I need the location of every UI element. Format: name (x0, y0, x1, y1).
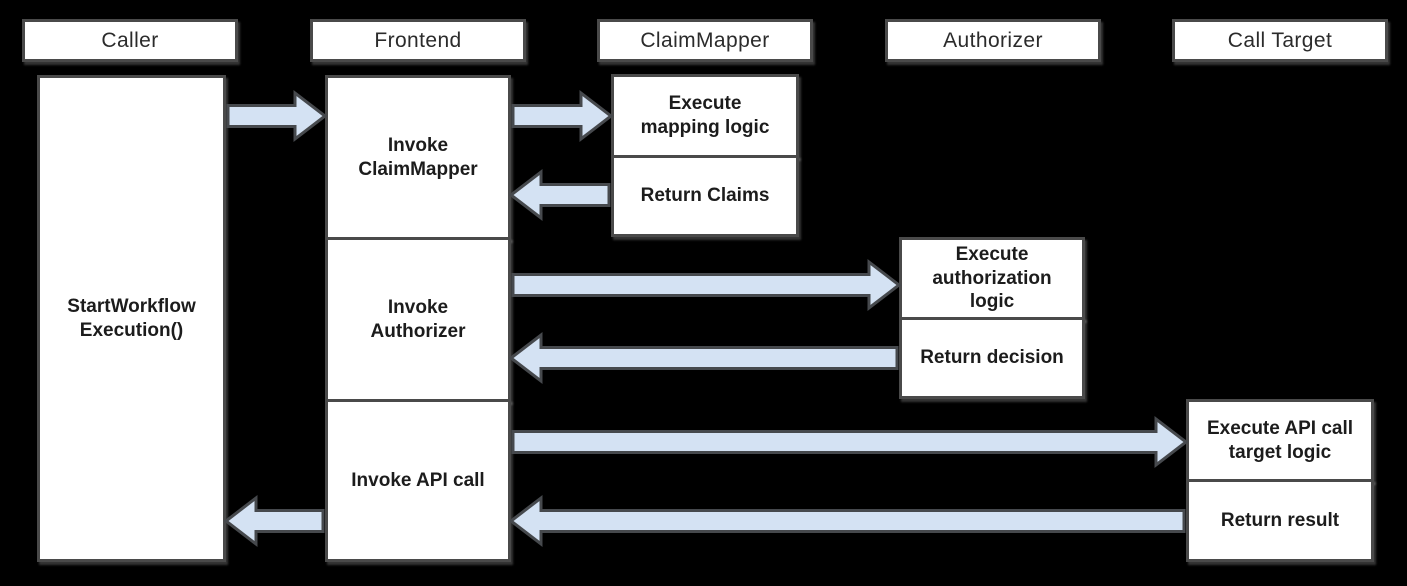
left-arrow-icon (223, 494, 325, 548)
lane-header-calltarget: Call Target (1172, 19, 1388, 62)
left-arrow-icon (508, 494, 1186, 548)
right-arrow-icon (511, 258, 902, 312)
lane-header-caller: Caller (22, 19, 238, 62)
claimmapper-step-execute-mapping-logic: Execute mapping logic (611, 74, 799, 158)
arrow-frontend-to-caller (223, 494, 325, 548)
right-arrow-icon (511, 89, 614, 143)
lane-header-claimmapper: ClaimMapper (597, 19, 813, 62)
arrow-caller-to-frontend (226, 89, 328, 143)
caller-activation-box: StartWorkflow Execution() (37, 75, 226, 562)
arrow-frontend-to-calltarget (511, 415, 1189, 469)
lane-header-authorizer: Authorizer (885, 19, 1101, 62)
claimmapper-step-return-claims: Return Claims (611, 155, 799, 237)
frontend-step-invoke-claimmapper: Invoke ClaimMapper (325, 75, 511, 240)
left-arrow-icon (508, 331, 899, 385)
authorizer-step-return-decision: Return decision (899, 317, 1085, 399)
frontend-step-invoke-authorizer: Invoke Authorizer (325, 237, 511, 402)
right-arrow-icon (511, 415, 1189, 469)
calltarget-step-return-result: Return result (1186, 479, 1374, 562)
right-arrow-icon (226, 89, 328, 143)
arrow-frontend-to-claimmapper (511, 89, 614, 143)
left-arrow-icon (508, 168, 611, 222)
calltarget-step-execute-api-call-target-logic: Execute API call target logic (1186, 399, 1374, 482)
frontend-step-invoke-api-call: Invoke API call (325, 399, 511, 562)
lane-header-frontend: Frontend (310, 19, 526, 62)
arrow-authorizer-to-frontend (508, 331, 899, 385)
arrow-claimmapper-to-frontend (508, 168, 611, 222)
authorizer-step-execute-authorization-logic: Execute authorization logic (899, 237, 1085, 320)
arrow-calltarget-to-frontend (508, 494, 1186, 548)
arrow-frontend-to-authorizer (511, 258, 902, 312)
